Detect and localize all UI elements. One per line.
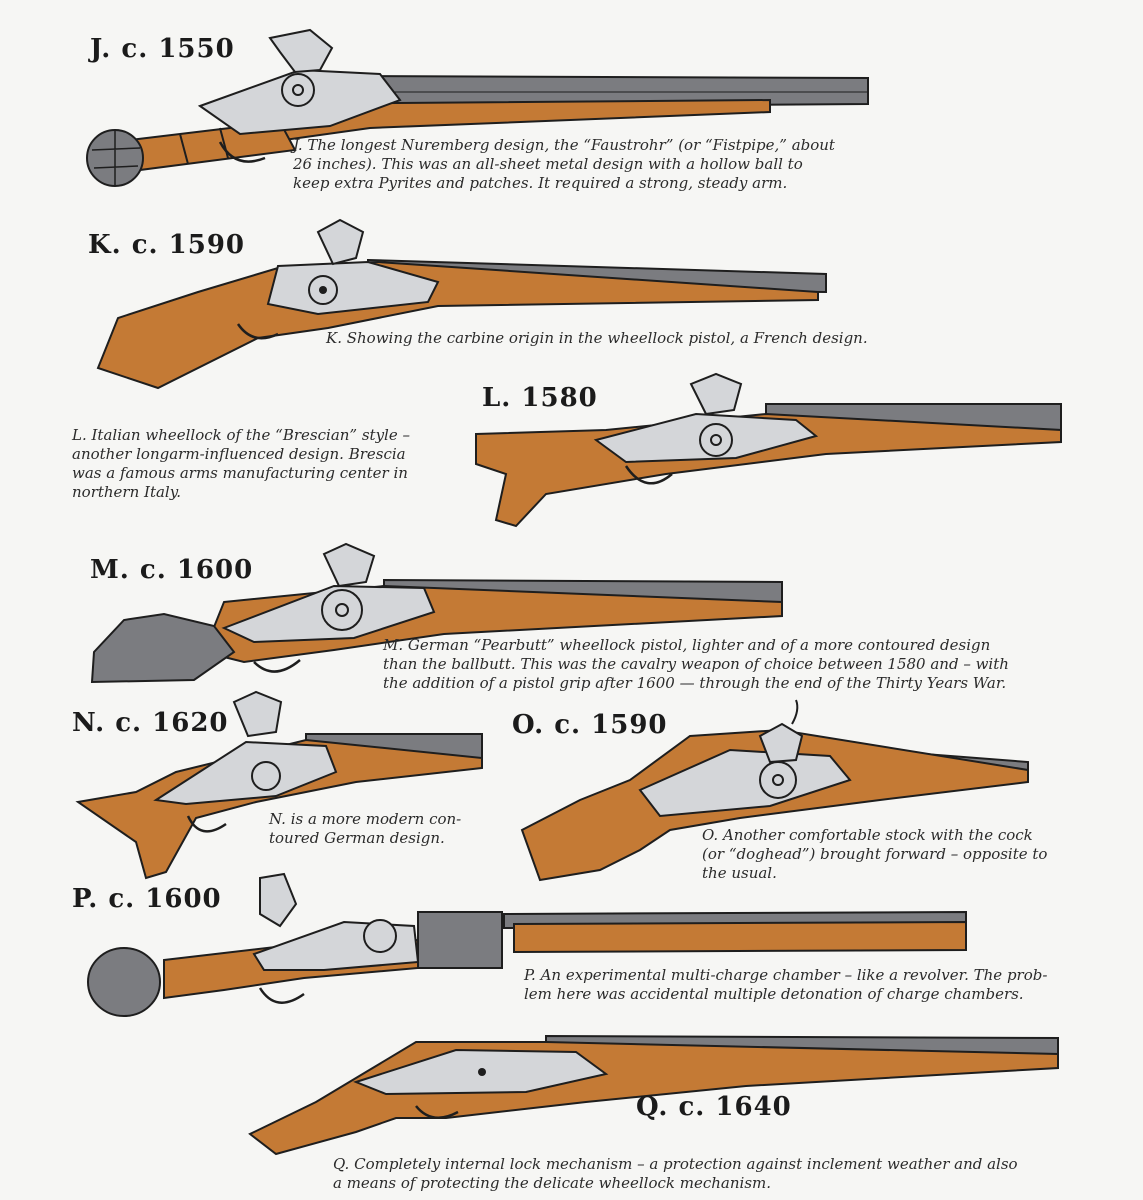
heading-k: K. c. 1590 [88,230,245,260]
caption-q: Q. Completely internal lock mechanism – … [333,1155,1018,1192]
illustration-pistol-o [520,699,1029,882]
caption-o: O. Another comfortable stock with the co… [702,826,1048,882]
illustration-pistol-l [475,372,1062,528]
caption-p: P. An experimental multi-charge chamber … [524,966,1048,1003]
caption-l: L. Italian wheellock of the “Brescian” s… [72,426,410,501]
heading-n: N. c. 1620 [72,708,229,738]
illustration-pistol-k [96,218,827,390]
illustration-pistol-p [86,872,967,1017]
heading-o: O. c. 1590 [512,710,668,740]
heading-p: P. c. 1600 [72,884,222,914]
caption-k: K. Showing the carbine origin in the whe… [326,329,868,347]
heading-q: Q. c. 1640 [636,1092,792,1122]
illustration-pistol-m [90,542,783,684]
heading-j: J. c. 1550 [90,34,235,64]
caption-n: N. is a more modern con- toured German d… [269,810,462,847]
heading-l: L. 1580 [482,383,598,413]
illustration-pistol-q [248,1034,1059,1156]
heading-m: M. c. 1600 [90,555,254,585]
illustration-pistol-n [75,690,483,880]
caption-j: J. The longest Nuremberg design, the “Fa… [293,136,835,192]
caption-m: M. German “Pearbutt” wheellock pistol, l… [383,636,1009,692]
illustration-pistol-j [86,28,869,187]
